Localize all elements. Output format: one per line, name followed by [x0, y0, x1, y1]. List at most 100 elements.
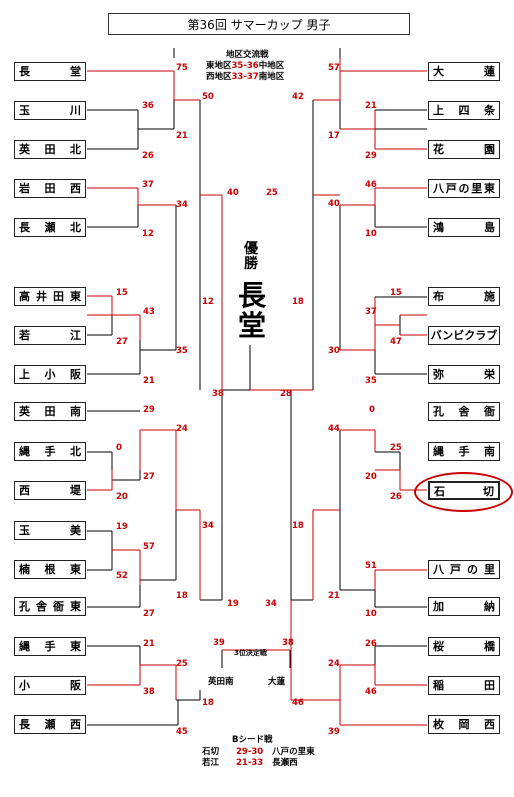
score: 35: [365, 376, 377, 386]
score: 46: [365, 180, 377, 190]
score: 24: [328, 659, 340, 669]
score: 46: [292, 698, 304, 708]
score: 47: [390, 337, 402, 347]
score: 27: [143, 472, 155, 482]
score: 18: [292, 297, 304, 307]
score: 28: [280, 389, 292, 399]
score: 19: [116, 522, 128, 532]
team-left-13: 楠根東: [14, 560, 86, 579]
score: 12: [142, 229, 154, 239]
team-right-5: 鴻島: [428, 218, 500, 237]
score: 0: [369, 405, 375, 415]
b-seed-row2-score: 21-33: [235, 758, 264, 768]
score: 18: [176, 591, 188, 601]
score: 29: [143, 405, 155, 415]
score: 26: [142, 151, 154, 161]
score: 39: [328, 727, 340, 737]
score: 42: [292, 92, 304, 102]
team-right-13: 加納: [428, 597, 500, 616]
score: 34: [202, 521, 214, 531]
team-right-10: 縄手南: [428, 442, 500, 461]
score: 21: [328, 591, 340, 601]
score: 26: [365, 639, 377, 649]
team-left-16: 小阪: [14, 676, 86, 695]
champion-name: 長堂: [237, 279, 266, 342]
score: 21: [365, 101, 377, 111]
exchange-row1-right: 中地区: [258, 61, 285, 71]
score: 10: [365, 609, 377, 619]
score: 43: [143, 307, 155, 317]
team-left-6: 高井田東: [14, 287, 86, 306]
score: 19: [227, 599, 239, 609]
score: 45: [176, 727, 188, 737]
b-seed-row1-left: 石切: [202, 747, 220, 757]
exchange-row1-left: 東地区: [206, 61, 232, 71]
score: 27: [116, 337, 128, 347]
score: 17: [328, 131, 340, 141]
b-seed-row1-right: 八戸の里東: [272, 747, 315, 757]
team-right-7: バンビクラブ: [428, 326, 500, 345]
team-right-4: 八戸の里東: [428, 179, 500, 198]
score: 75: [176, 63, 188, 73]
score: 26: [390, 492, 402, 502]
score: 24: [176, 424, 188, 434]
score: 37: [365, 307, 377, 317]
score: 57: [328, 63, 340, 73]
team-right-8: 弥栄: [428, 365, 500, 384]
third-place-right-score: 38: [282, 638, 294, 648]
score: 40: [227, 188, 239, 198]
b-seed-row2-left: 若江: [202, 758, 220, 768]
score: 27: [143, 609, 155, 619]
score: 25: [266, 188, 278, 198]
score: 21: [143, 639, 155, 649]
score: 25: [390, 443, 402, 453]
b-seed-row1-score: 29-30: [235, 747, 264, 757]
team-right-9: 孔舎衙: [428, 402, 500, 421]
score: 40: [328, 199, 340, 209]
third-place-right-team: 大蓮: [268, 677, 286, 687]
score: 52: [116, 571, 128, 581]
team-left-11: 西堤: [14, 481, 86, 500]
team-right-2: 上四条: [428, 101, 500, 120]
score: 46: [365, 687, 377, 697]
team-right-15: 稲田: [428, 676, 500, 695]
team-left-17: 長瀬西: [14, 715, 86, 734]
score: 20: [116, 492, 128, 502]
score: 36: [142, 101, 154, 111]
team-left-2: 玉川: [14, 101, 86, 120]
team-right-3: 花園: [428, 140, 500, 159]
team-left-8: 上小阪: [14, 365, 86, 384]
team-left-14: 孔舎衙東: [14, 597, 86, 616]
score: 51: [365, 561, 377, 571]
highlight-circle: [414, 472, 513, 512]
team-left-15: 縄手東: [14, 637, 86, 656]
team-left-5: 長瀬北: [14, 218, 86, 237]
score: 38: [143, 687, 155, 697]
page-title: 第36回 サマーカップ 男子: [108, 13, 410, 35]
third-place-left-score: 39: [213, 638, 225, 648]
team-right-6: 布施: [428, 287, 500, 306]
score: 30: [328, 346, 340, 356]
score: 18: [292, 521, 304, 531]
score: 21: [143, 376, 155, 386]
b-seed-row1: 石切 29-30 八戸の里東: [202, 747, 315, 757]
score: 0: [116, 443, 122, 453]
team-left-7: 若江: [14, 326, 86, 345]
score: 12: [202, 297, 214, 307]
exchange-match-label: 地区交流戦: [226, 50, 269, 60]
exchange-row1-score: 35-36: [231, 61, 259, 71]
score: 34: [176, 200, 188, 210]
third-place-left-team: 英田南: [208, 677, 234, 687]
score: 50: [202, 92, 214, 102]
score: 10: [365, 229, 377, 239]
score: 44: [328, 424, 340, 434]
exchange-row2-right: 南地区: [258, 72, 285, 82]
team-left-4: 岩田西: [14, 179, 86, 198]
exchange-row2-left: 西地区: [206, 72, 232, 82]
score: 38: [212, 389, 224, 399]
score: 21: [176, 131, 188, 141]
b-seed-row2-right: 長瀬西: [272, 758, 298, 768]
score: 57: [143, 542, 155, 552]
b-seed-title: Bシード戦: [232, 735, 273, 745]
